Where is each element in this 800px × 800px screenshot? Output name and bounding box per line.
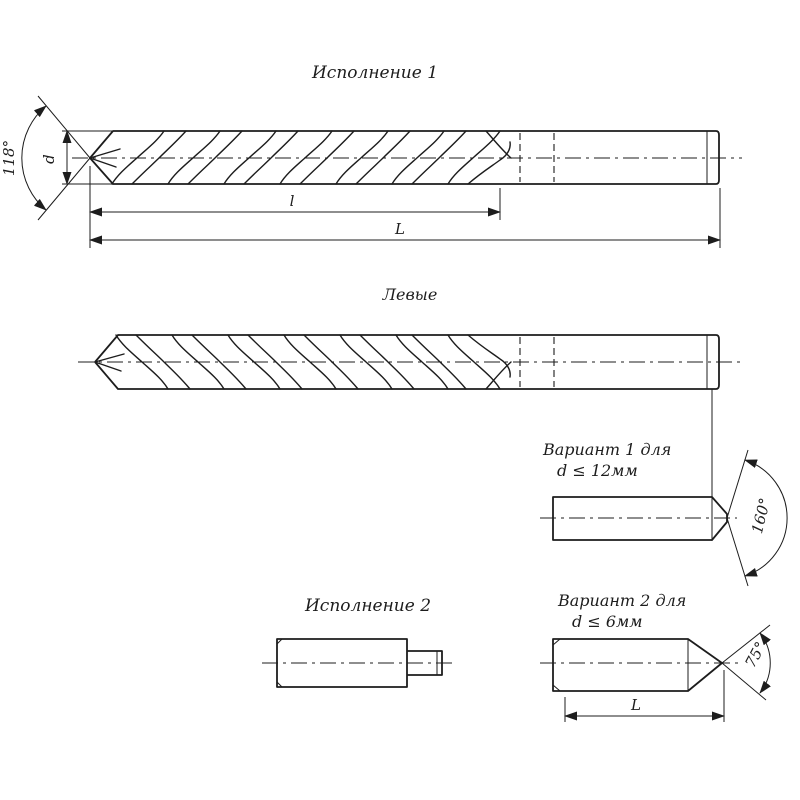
point-angle-dimension: 75° [721,624,771,701]
section-variant2: Вариант 2 для d ≤ 6мм 75° L [540,591,771,722]
angle-arc [744,459,788,577]
diameter-label: d [40,154,58,164]
drill-body-outline [94,334,720,390]
point-angle-dimension: 118° [0,95,91,221]
pointed-shank-outline [552,638,723,692]
diameter-extension-lines [62,130,112,185]
section-left-hand: Левые [78,285,742,540]
section-version2: Исполнение 2 [262,596,456,688]
hidden-tang-lines [519,337,555,387]
flute-helix-primary [115,334,501,390]
angle-extension-lines [721,624,771,701]
flute-helix-secondary [131,130,467,185]
flute-runout [467,334,512,390]
angle-arc [759,632,771,694]
flute-helix-primary [111,130,501,185]
variant1-title-line1: Вариант 1 для [542,440,671,459]
diameter-dimension: d [40,130,112,185]
hidden-tang-lines [519,133,555,182]
shank-end-outline [552,496,728,541]
angle-extension-lines [726,449,749,587]
variant2-angle-label: 75° [741,639,769,671]
length-dimensions: l L [89,166,721,248]
flute-helix-secondary [135,334,467,390]
chamfer-lines [276,638,438,688]
length-dimension: L [564,670,725,722]
variant2-length-label: L [630,696,641,714]
variant2-title-line2: d ≤ 6мм [572,612,643,631]
section-variant1: Вариант 1 для d ≤ 12мм 160° [540,440,788,587]
version1-title: Исполнение 1 [311,63,438,83]
angle-arc [21,105,47,211]
point-angle-label: 118° [0,140,18,176]
flute-runout [467,130,512,185]
version2-title: Исполнение 2 [304,596,431,616]
drill-body-outline [89,130,720,185]
shank-outline [276,638,443,688]
length-extension-lines [564,670,725,722]
chamfer-lines [552,638,689,692]
chisel-edge-lines [94,353,125,372]
overall-length-label: L [394,220,405,238]
left-hand-title: Левые [382,285,438,304]
section-version1: Исполнение 1 118° d l L [0,63,742,248]
length-extension-lines [89,166,721,248]
variant2-title-line1: Вариант 2 для [557,591,686,610]
flute-length-label: l [290,192,295,210]
variant1-title-line2: d ≤ 12мм [557,461,638,480]
chisel-edge-lines [89,148,121,168]
variant1-angle-label: 160° [748,496,774,535]
